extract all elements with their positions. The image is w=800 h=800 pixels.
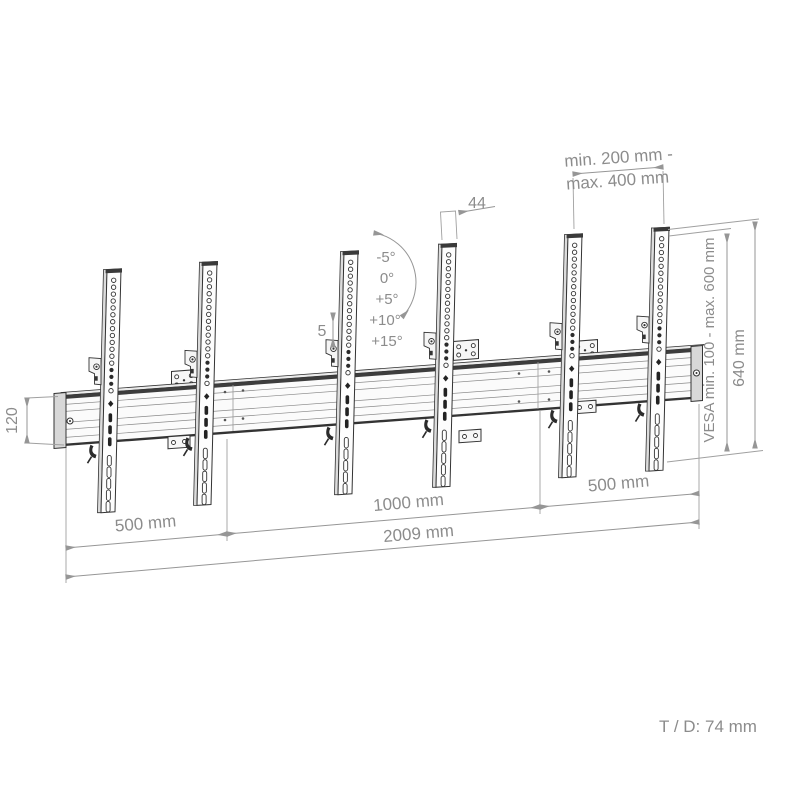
dimension-strip-width: 44	[440, 195, 496, 241]
rail-end-cap-left	[53, 391, 67, 450]
mount-assembly	[53, 225, 706, 514]
dimension-vesa-range: VESA min. 100 - max. 600 mm	[668, 228, 732, 452]
dimension-bottom-chain: 500 mm 1000 mm 500 mm 2009 mm	[65, 404, 700, 583]
wall-plate-center	[453, 339, 479, 361]
right-segment-label: 500 mm	[587, 471, 650, 495]
vesa-range-label: VESA min. 100 - max. 600 mm	[701, 237, 718, 442]
left-segment-label: 500 mm	[114, 511, 177, 535]
tilt-angle-2: 0°	[380, 270, 394, 287]
tilt-angle-5: +15°	[371, 333, 402, 350]
dimension-height-adjust: 5	[318, 312, 336, 348]
strip-height-label: 640 mm	[731, 329, 748, 387]
rail-top-band	[57, 348, 700, 400]
tilt-angle-1: -5°	[376, 249, 395, 266]
strip-width-label: 44	[468, 195, 486, 212]
depth-note: T / D: 74 mm	[659, 717, 757, 736]
dimension-strip-gap: min. 200 mm - max. 400 mm	[564, 144, 674, 230]
horizontal-rail	[53, 344, 706, 450]
rail-height-label: 120	[4, 407, 21, 434]
dimension-rail-height: 120	[4, 396, 65, 446]
strip-gap-label-line2: max. 400 mm	[566, 167, 670, 193]
height-adjust-label: 5	[318, 323, 327, 340]
strip-gap-label-line1: min. 200 mm -	[564, 144, 674, 171]
dimension-strip-height: 640 mm	[666, 218, 764, 463]
tilt-angle-4: +10°	[369, 312, 400, 329]
lower-plate-center	[458, 428, 482, 444]
total-width-label: 2009 mm	[382, 521, 454, 546]
dimension-tilt-range: -5° 0° +5° +10° +15°	[369, 230, 417, 350]
tilt-angle-3: +5°	[375, 291, 398, 308]
center-segment-label: 1000 mm	[372, 490, 444, 515]
